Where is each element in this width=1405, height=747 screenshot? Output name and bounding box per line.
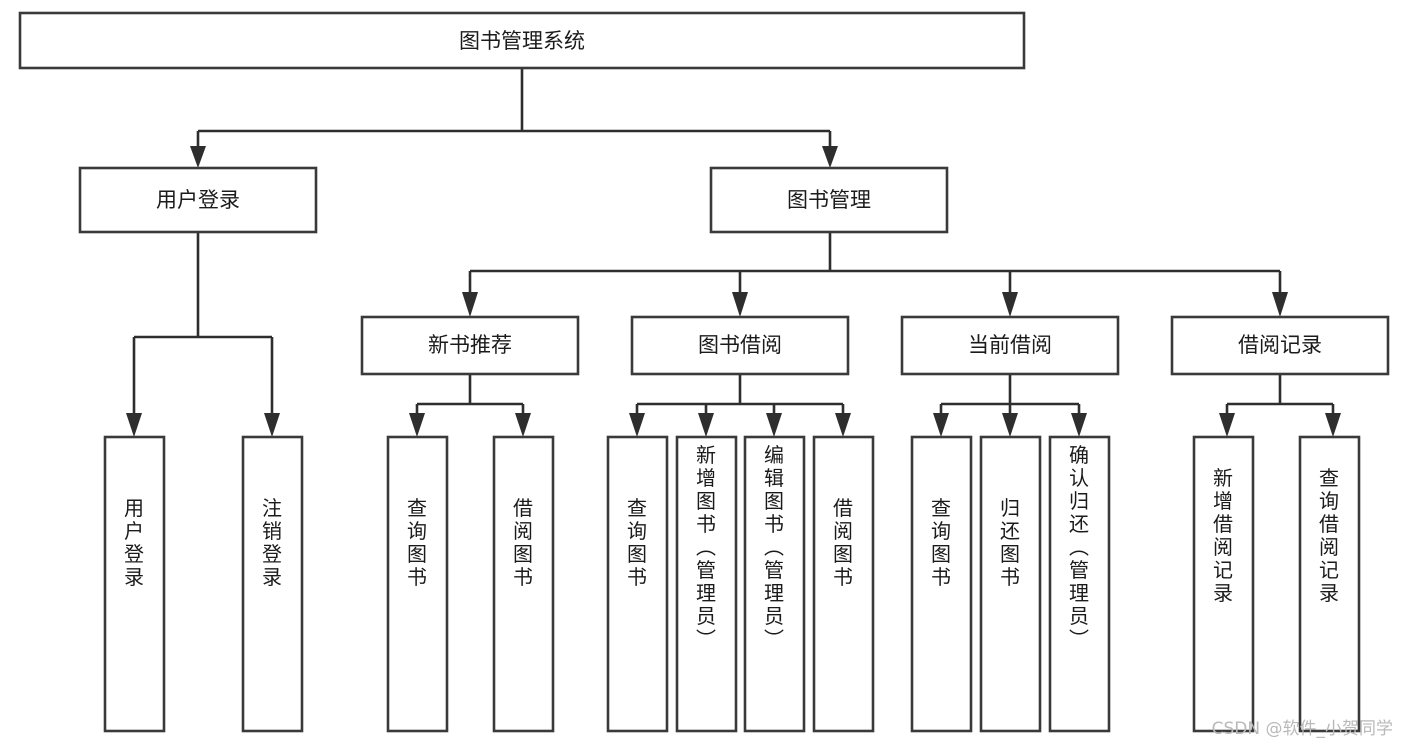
node-leaf-borrow-book-2-box[interactable] — [812, 435, 875, 733]
node-leaf-query-book-1-box[interactable] — [386, 435, 449, 733]
node-new-book-recommend[interactable]: 新书推荐 — [360, 315, 580, 376]
node-leaf-return-book-box[interactable] — [979, 435, 1042, 733]
node-current-borrow-box[interactable] — [900, 315, 1120, 376]
node-user-login-box[interactable] — [78, 166, 318, 234]
node-leaf-query-book-3-label: 查询图书 — [931, 496, 951, 589]
arrow-head-leaf-user-login — [126, 413, 142, 437]
node-new-book-recommend-box[interactable] — [360, 315, 580, 376]
node-leaf-logout-login-box[interactable] — [241, 435, 304, 733]
node-leaf-borrow-book-2-label: 借阅图书 — [833, 496, 853, 589]
arrow-head-leaf-return-book — [1002, 413, 1018, 437]
node-leaf-query-book-1[interactable]: 查询图书 — [386, 435, 449, 733]
node-leaf-borrow-book-1[interactable]: 借阅图书 — [492, 435, 555, 733]
node-leaf-query-book-2-box[interactable] — [606, 435, 669, 733]
node-leaf-borrow-book-2[interactable]: 借阅图书 — [812, 435, 875, 733]
arrow-head-leaf-add-book — [698, 413, 714, 437]
arrow-head-leaf-confirm-return — [1071, 413, 1087, 437]
node-leaf-query-book-3[interactable]: 查询图书 — [910, 435, 973, 733]
arrow-head-book-borrow — [732, 292, 748, 317]
connectors-book-borrow-to-leaves — [629, 374, 851, 437]
node-leaf-return-book-label: 归还图书 — [1000, 496, 1020, 589]
node-current-borrow[interactable]: 当前借阅 — [900, 315, 1120, 376]
node-leaf-add-book[interactable]: 新增图书︵管理员︶ — [675, 435, 738, 733]
connectors-current-borrow-to-leaves — [933, 374, 1087, 437]
node-leaf-query-record[interactable]: 查询借阅记录 — [1298, 435, 1361, 733]
node-leaf-query-book-3-box[interactable] — [910, 435, 973, 733]
node-leaf-query-record-label: 查询借阅记录 — [1319, 466, 1339, 605]
node-leaf-user-login[interactable]: 用户登录 — [103, 435, 166, 733]
node-root-box[interactable] — [18, 11, 1026, 70]
node-current-borrow-label: 当前借阅 — [968, 333, 1052, 357]
node-user-login[interactable]: 用户登录 — [78, 166, 318, 234]
node-leaf-borrow-book-1-label: 借阅图书 — [513, 496, 533, 589]
node-leaf-query-record-box[interactable] — [1298, 435, 1361, 733]
arrow-head-leaf-query-book-2 — [629, 413, 645, 437]
node-leaf-query-book-2-label: 查询图书 — [627, 496, 647, 589]
node-leaf-add-record-box[interactable] — [1192, 435, 1255, 733]
node-leaf-user-login-box[interactable] — [103, 435, 166, 733]
node-leaf-edit-book[interactable]: 编辑图书︵管理员︶ — [743, 435, 806, 733]
connectors-book-management-to-level3 — [462, 232, 1288, 317]
connectors-root-to-level2 — [190, 68, 838, 168]
node-leaf-borrow-book-1-box[interactable] — [492, 435, 555, 733]
node-leaf-add-record-label: 新增借阅记录 — [1213, 466, 1233, 605]
arrow-head-borrow-record — [1272, 292, 1288, 317]
node-book-borrow-label: 图书借阅 — [698, 333, 782, 357]
node-leaf-confirm-return-box[interactable] — [1048, 435, 1111, 733]
node-leaf-edit-book-box[interactable] — [743, 435, 806, 733]
node-leaf-confirm-return-label: 确认归还︵管理员︶ — [1069, 443, 1089, 651]
node-book-management-label: 图书管理 — [787, 188, 871, 212]
arrow-head-current-borrow — [1002, 292, 1018, 317]
arrow-head-leaf-logout-login — [264, 413, 280, 437]
node-leaf-logout-login-label: 注销登录 — [262, 496, 282, 589]
node-book-management-system[interactable]: 图书管理系统 — [18, 11, 1026, 70]
arrow-head-book-management — [822, 146, 838, 168]
connectors-new-book-to-leaves — [409, 374, 531, 437]
node-borrow-record-label: 借阅记录 — [1238, 333, 1322, 357]
node-user-login-label: 用户登录 — [156, 188, 240, 212]
arrow-head-new-book — [462, 292, 478, 317]
arrow-head-leaf-query-record — [1325, 413, 1341, 437]
node-root-label: 图书管理系统 — [459, 29, 585, 53]
csdn-watermark: CSDN @软件_小贺同学 — [1211, 719, 1393, 739]
arrow-head-leaf-query-book-1 — [409, 413, 425, 437]
node-leaf-query-book-1-label: 查询图书 — [407, 496, 427, 589]
node-borrow-record-box[interactable] — [1170, 315, 1390, 376]
arrow-head-leaf-borrow-book-2 — [835, 413, 851, 437]
node-leaf-return-book[interactable]: 归还图书 — [979, 435, 1042, 733]
node-new-book-recommend-label: 新书推荐 — [428, 333, 512, 357]
node-book-borrow-box[interactable] — [630, 315, 850, 376]
node-book-management-box[interactable] — [709, 166, 949, 234]
arrow-head-leaf-borrow-book-1 — [515, 413, 531, 437]
node-leaf-query-book-2[interactable]: 查询图书 — [606, 435, 669, 733]
node-leaf-add-record[interactable]: 新增借阅记录 — [1192, 435, 1255, 733]
arrow-head-user-login — [190, 146, 206, 168]
arrow-head-leaf-query-book-3 — [933, 413, 949, 437]
node-leaf-add-book-box[interactable] — [675, 435, 738, 733]
connectors-user-login-to-leaves — [126, 232, 280, 437]
node-book-management[interactable]: 图书管理 — [709, 166, 949, 234]
node-leaf-logout-login[interactable]: 注销登录 — [241, 435, 304, 733]
node-leaf-user-login-label: 用户登录 — [124, 496, 144, 589]
node-leaf-add-book-label: 新增图书︵管理员︶ — [696, 443, 716, 651]
node-leaf-confirm-return[interactable]: 确认归还︵管理员︶ — [1048, 435, 1111, 733]
node-book-borrow[interactable]: 图书借阅 — [630, 315, 850, 376]
node-borrow-record[interactable]: 借阅记录 — [1170, 315, 1390, 376]
connectors-borrow-record-to-leaves — [1219, 374, 1341, 437]
arrow-head-leaf-add-record — [1219, 413, 1235, 437]
arrow-head-leaf-edit-book — [766, 413, 782, 437]
node-leaf-edit-book-label: 编辑图书︵管理员︶ — [764, 443, 784, 651]
